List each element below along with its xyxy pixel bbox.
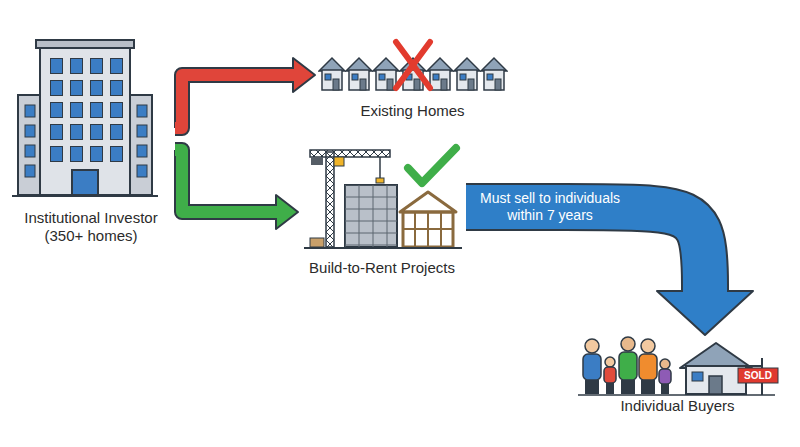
crane-counterweight (311, 157, 323, 165)
house-icon (346, 58, 372, 90)
house-icon (454, 58, 480, 90)
person-body (619, 352, 637, 380)
node-label: Build-to-Rent Projects (309, 259, 455, 277)
sold-house (578, 343, 778, 395)
building-wing (128, 95, 152, 195)
building-frame (345, 185, 397, 247)
existing-homes-node: Existing Homes (315, 40, 510, 120)
blue-arrow (466, 207, 753, 335)
sold-sign (738, 368, 778, 383)
arrowhead (657, 291, 753, 335)
person-body (639, 354, 657, 380)
house-window (692, 372, 703, 381)
build-to-rent-node: Build-to-Rent Projects (298, 145, 466, 277)
connector-outline (175, 150, 276, 212)
node-label: Existing Homes (360, 102, 464, 120)
building-windows (134, 104, 148, 184)
connector-line (175, 150, 278, 212)
node-label: Institutional Investor (350+ homes) (11, 209, 171, 245)
person-body (583, 354, 601, 380)
connector-line (175, 75, 295, 128)
person-head (585, 339, 599, 353)
green-check (408, 148, 456, 183)
arrowhead (293, 58, 315, 92)
building-roof (36, 40, 134, 48)
person-body (604, 367, 616, 383)
cross-stroke (396, 42, 430, 88)
building-windows (50, 58, 123, 164)
crane-hook (376, 178, 384, 183)
house-door (709, 376, 722, 394)
edge-label: Must sell to individuals within 7 years (470, 190, 630, 224)
person-head (621, 337, 635, 351)
building-tower (40, 45, 130, 195)
office-building (12, 40, 158, 196)
person-head (641, 339, 655, 353)
ground-line (12, 195, 158, 197)
house-frame (403, 212, 453, 247)
person-head (605, 357, 615, 367)
building-door (72, 170, 98, 195)
person-legs (621, 380, 635, 394)
building-floors (345, 185, 397, 247)
person-legs (585, 380, 599, 394)
cross-stroke (396, 42, 430, 88)
crane-cab (334, 157, 344, 166)
house-icon (481, 58, 507, 90)
person-body (659, 369, 671, 384)
house-frame-roof (400, 192, 456, 212)
crane-cable (379, 157, 381, 178)
building-windows (24, 104, 38, 184)
crane-mast (326, 152, 334, 247)
house-roof (680, 343, 752, 368)
person-head (660, 359, 670, 369)
ground-line (304, 247, 462, 249)
person-legs (641, 380, 655, 394)
investor-node: Institutional Investor (350+ homes) (7, 40, 175, 245)
building-wing (18, 95, 42, 195)
crane-jib (310, 150, 390, 157)
arrowhead (276, 195, 298, 229)
red-cross (396, 42, 430, 88)
connector-outline (175, 75, 293, 128)
ground-line (578, 394, 775, 396)
house-icon (319, 58, 345, 90)
person-legs (606, 383, 614, 394)
green-arrow (175, 150, 298, 229)
house-studs (403, 212, 453, 247)
pallet (310, 238, 324, 247)
node-label: Individual Buyers (620, 397, 734, 415)
family (583, 337, 671, 394)
sign-arm (740, 365, 762, 367)
sold-sign-text: SOLD (738, 368, 778, 383)
person-legs (661, 384, 669, 394)
red-arrow (175, 58, 315, 128)
house-body (686, 366, 746, 394)
